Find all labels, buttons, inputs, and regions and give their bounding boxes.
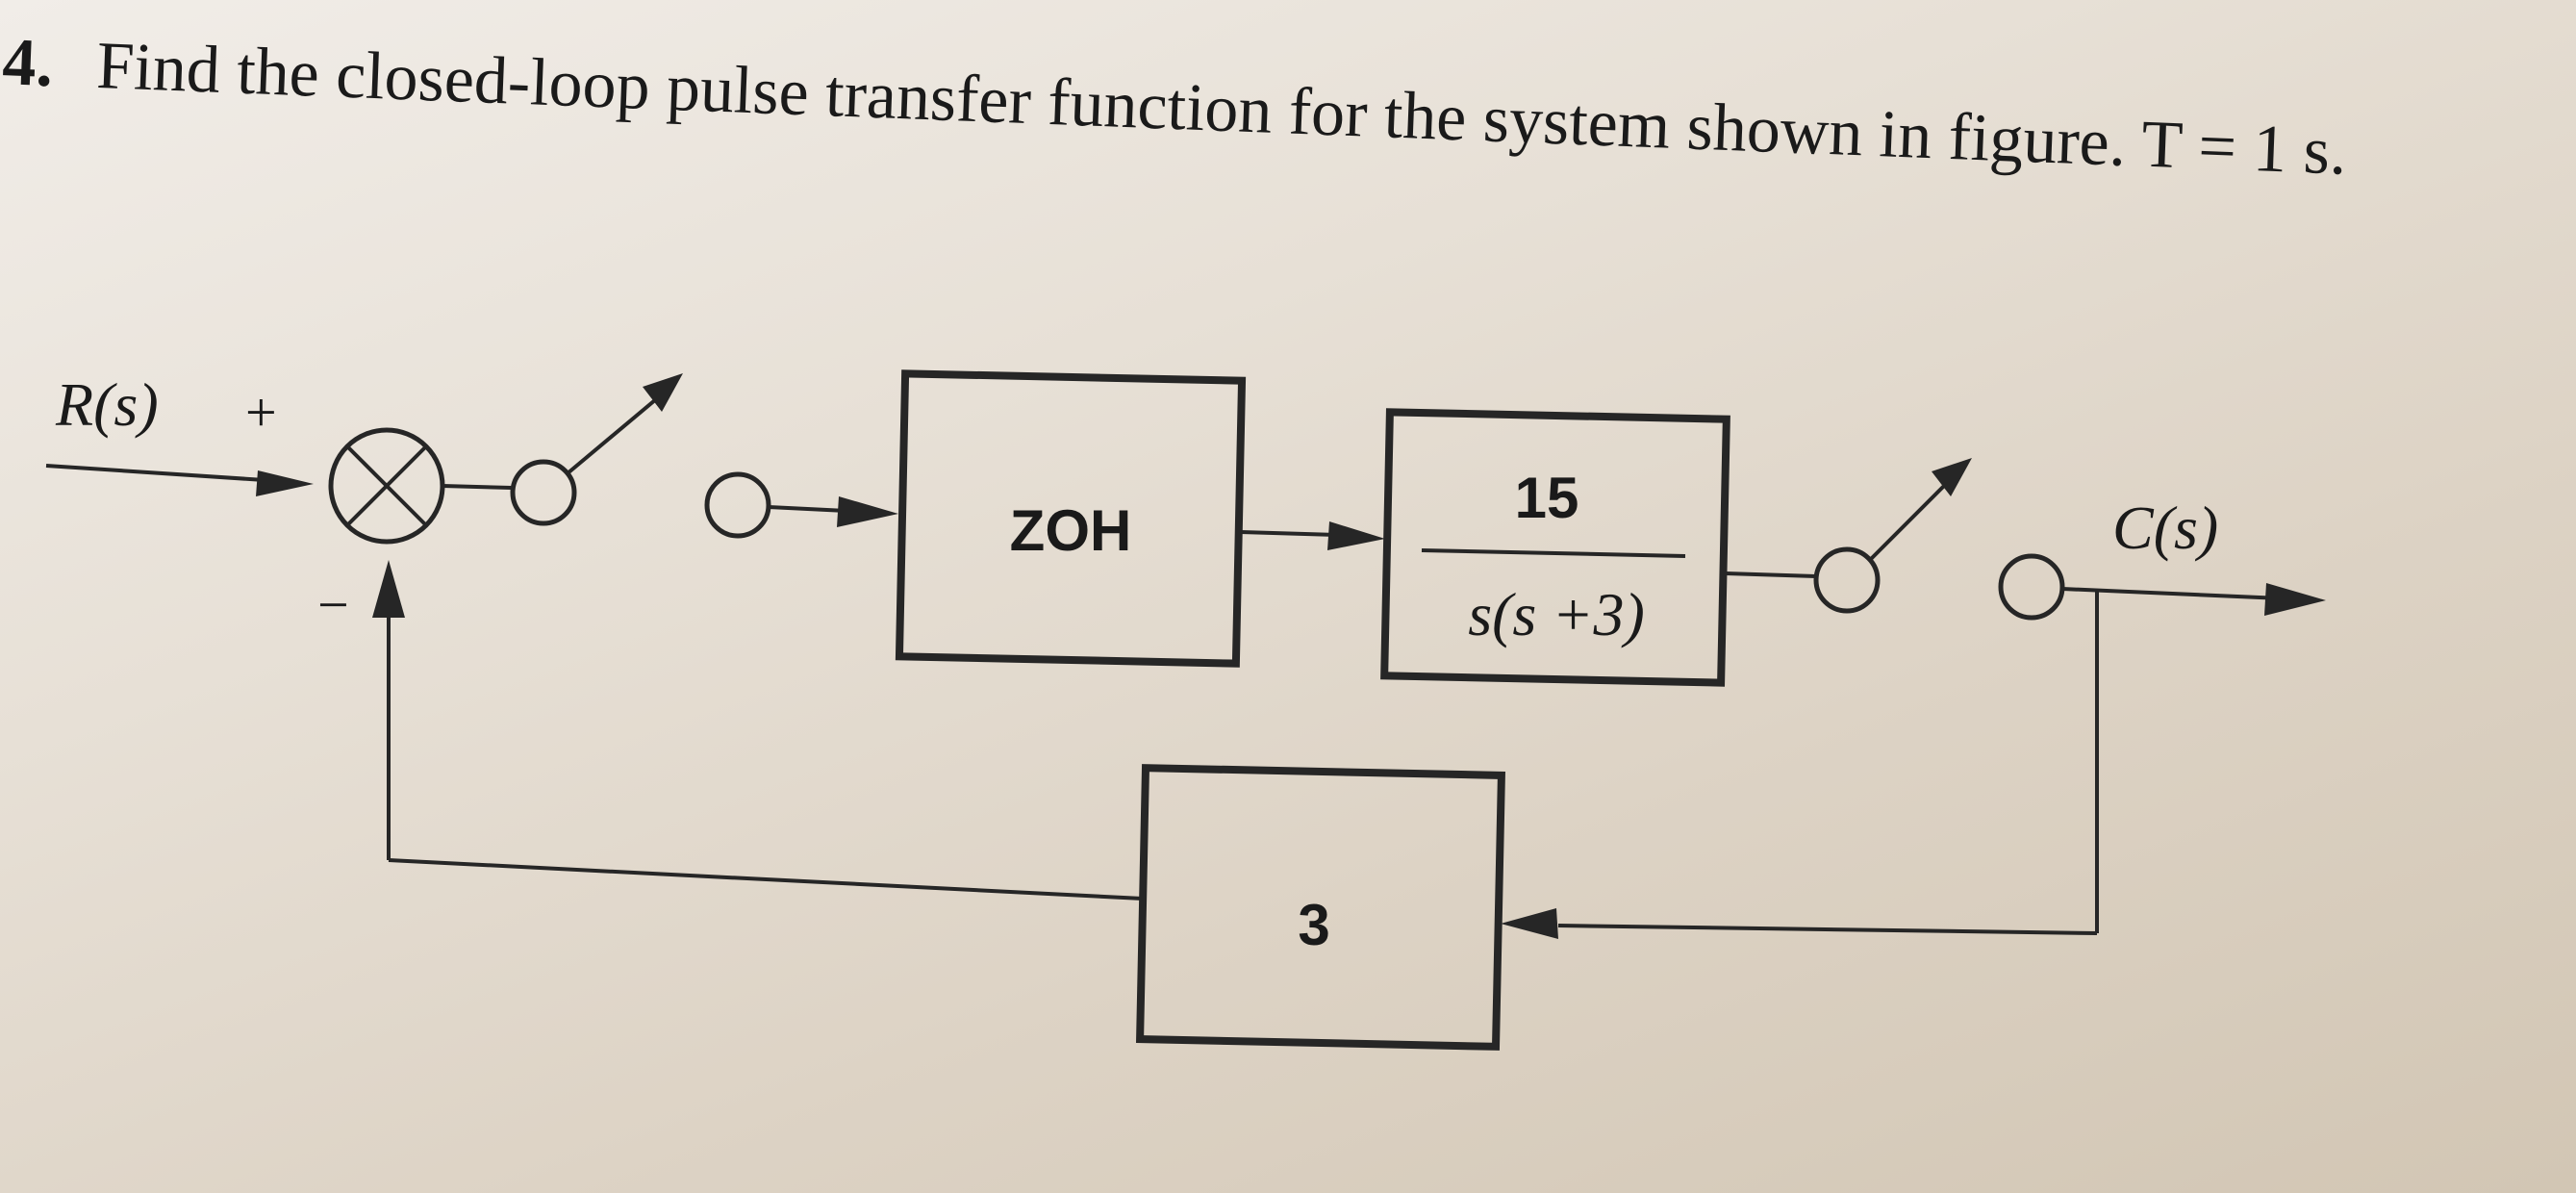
feedback-gain-label: 3 — [1298, 893, 1329, 957]
input-arrowhead — [256, 470, 314, 496]
feedback-block — [1136, 764, 1505, 1051]
summing-junction — [328, 427, 445, 545]
plant-block — [1380, 408, 1730, 687]
feedback-to-left-line — [388, 858, 1144, 901]
sampler-1-node-right — [704, 471, 771, 539]
plant-to-sampler-line — [1725, 571, 1817, 578]
output-line — [2061, 587, 2283, 600]
sampler-1-node-left — [510, 459, 577, 526]
minus-sign: − — [317, 573, 349, 636]
sampler-2-blade — [1868, 479, 1951, 562]
sampler-to-zoh-line — [768, 505, 847, 513]
zoh-label: ZOH — [1010, 498, 1132, 563]
output-arrowhead — [2264, 583, 2326, 616]
output-label: C(s) — [2112, 494, 2218, 562]
input-line — [45, 464, 280, 483]
input-label: R(s) — [55, 370, 159, 439]
summing-cross-2 — [345, 444, 428, 527]
plus-sign: + — [245, 381, 277, 444]
feedback-arrowhead — [372, 560, 405, 618]
plant-arrowhead — [1327, 521, 1385, 550]
zoh-arrowhead — [837, 496, 898, 527]
sampler-1-blade — [566, 393, 664, 475]
plant-fraction-bar — [1421, 548, 1686, 558]
plant-numerator: 15 — [1515, 466, 1579, 530]
sampler-1-arrowhead — [643, 373, 683, 412]
sum-to-sampler-line — [442, 484, 513, 490]
sampler-2-node-left — [1813, 546, 1881, 614]
feedback-return-line — [1557, 924, 2098, 935]
sampler-2-node-right — [1998, 553, 2065, 621]
sampler-2-arrowhead — [1932, 458, 1972, 496]
plant-denominator: s(s +3) — [1468, 580, 1645, 648]
gain-arrowhead — [1501, 908, 1558, 939]
zoh-to-plant-line — [1240, 530, 1338, 537]
zoh-block — [895, 369, 1247, 668]
